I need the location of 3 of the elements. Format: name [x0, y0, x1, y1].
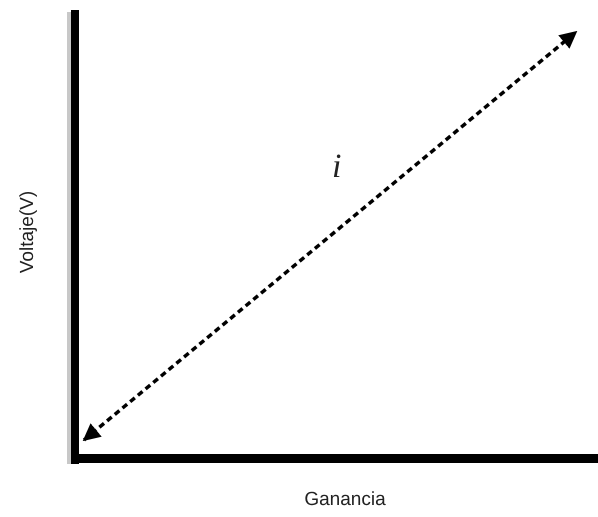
- axis-title: Voltaje(V): [17, 190, 39, 274]
- axis-title: Ganancia: [304, 489, 386, 511]
- variable-label: i: [332, 148, 342, 186]
